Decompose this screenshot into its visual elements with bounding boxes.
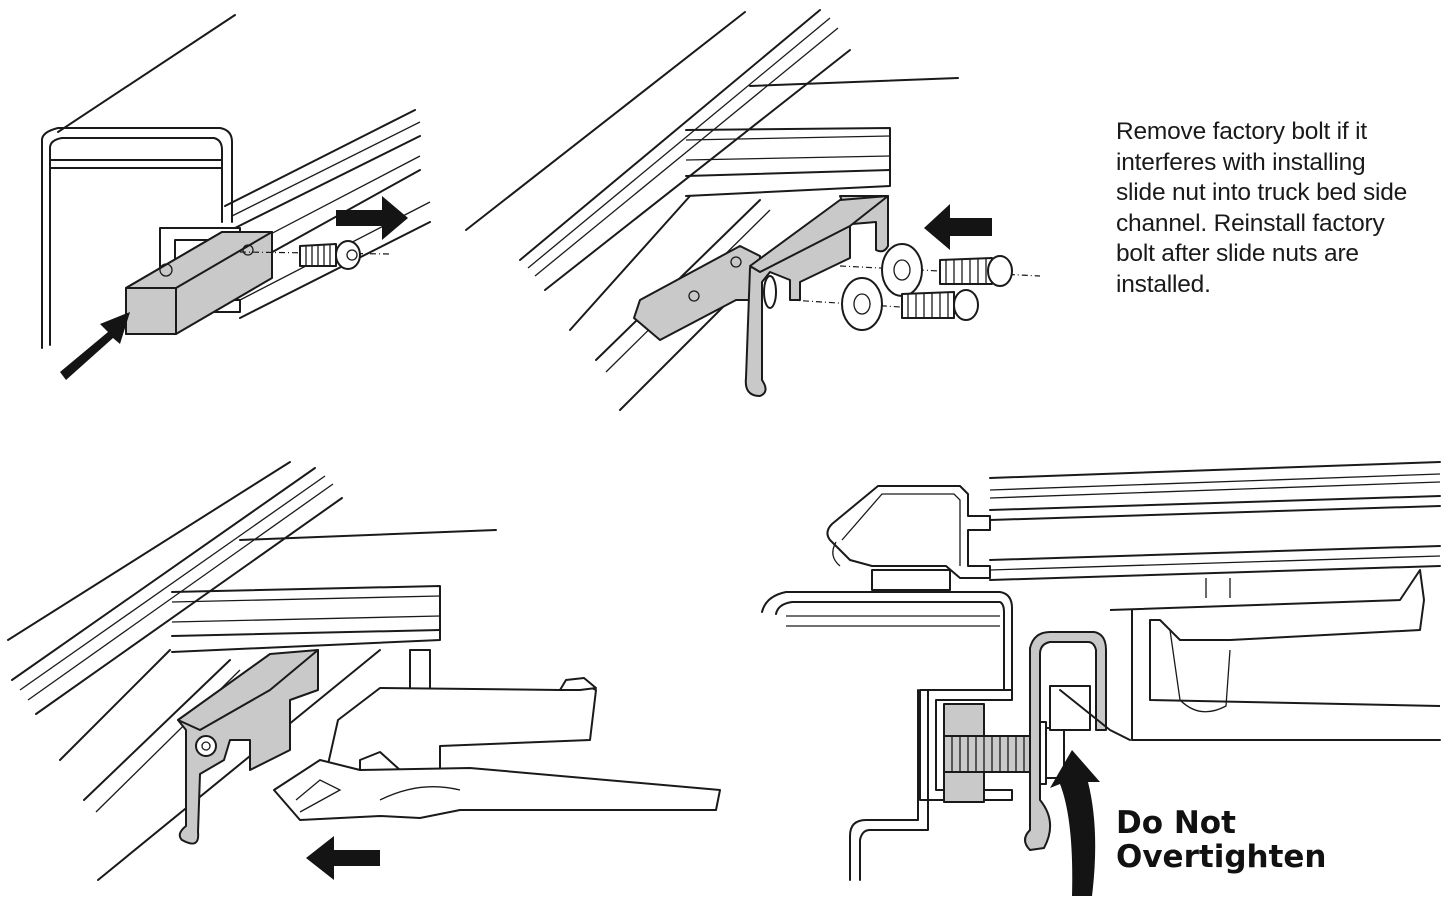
overtighten-warning: Do Not Overtighten	[1116, 806, 1327, 874]
warning-line-2: Overtighten	[1116, 839, 1327, 875]
panel-3-clamp-assembly	[7, 461, 721, 881]
panel-2-bracket-bolts	[465, 9, 1041, 411]
warning-line-1: Do Not	[1116, 805, 1236, 841]
instruction-note: Remove factory bolt if it interferes wit…	[1116, 118, 1408, 298]
panel-1-slide-nut-insert	[41, 14, 431, 380]
panel-4-cross-section	[761, 461, 1441, 896]
